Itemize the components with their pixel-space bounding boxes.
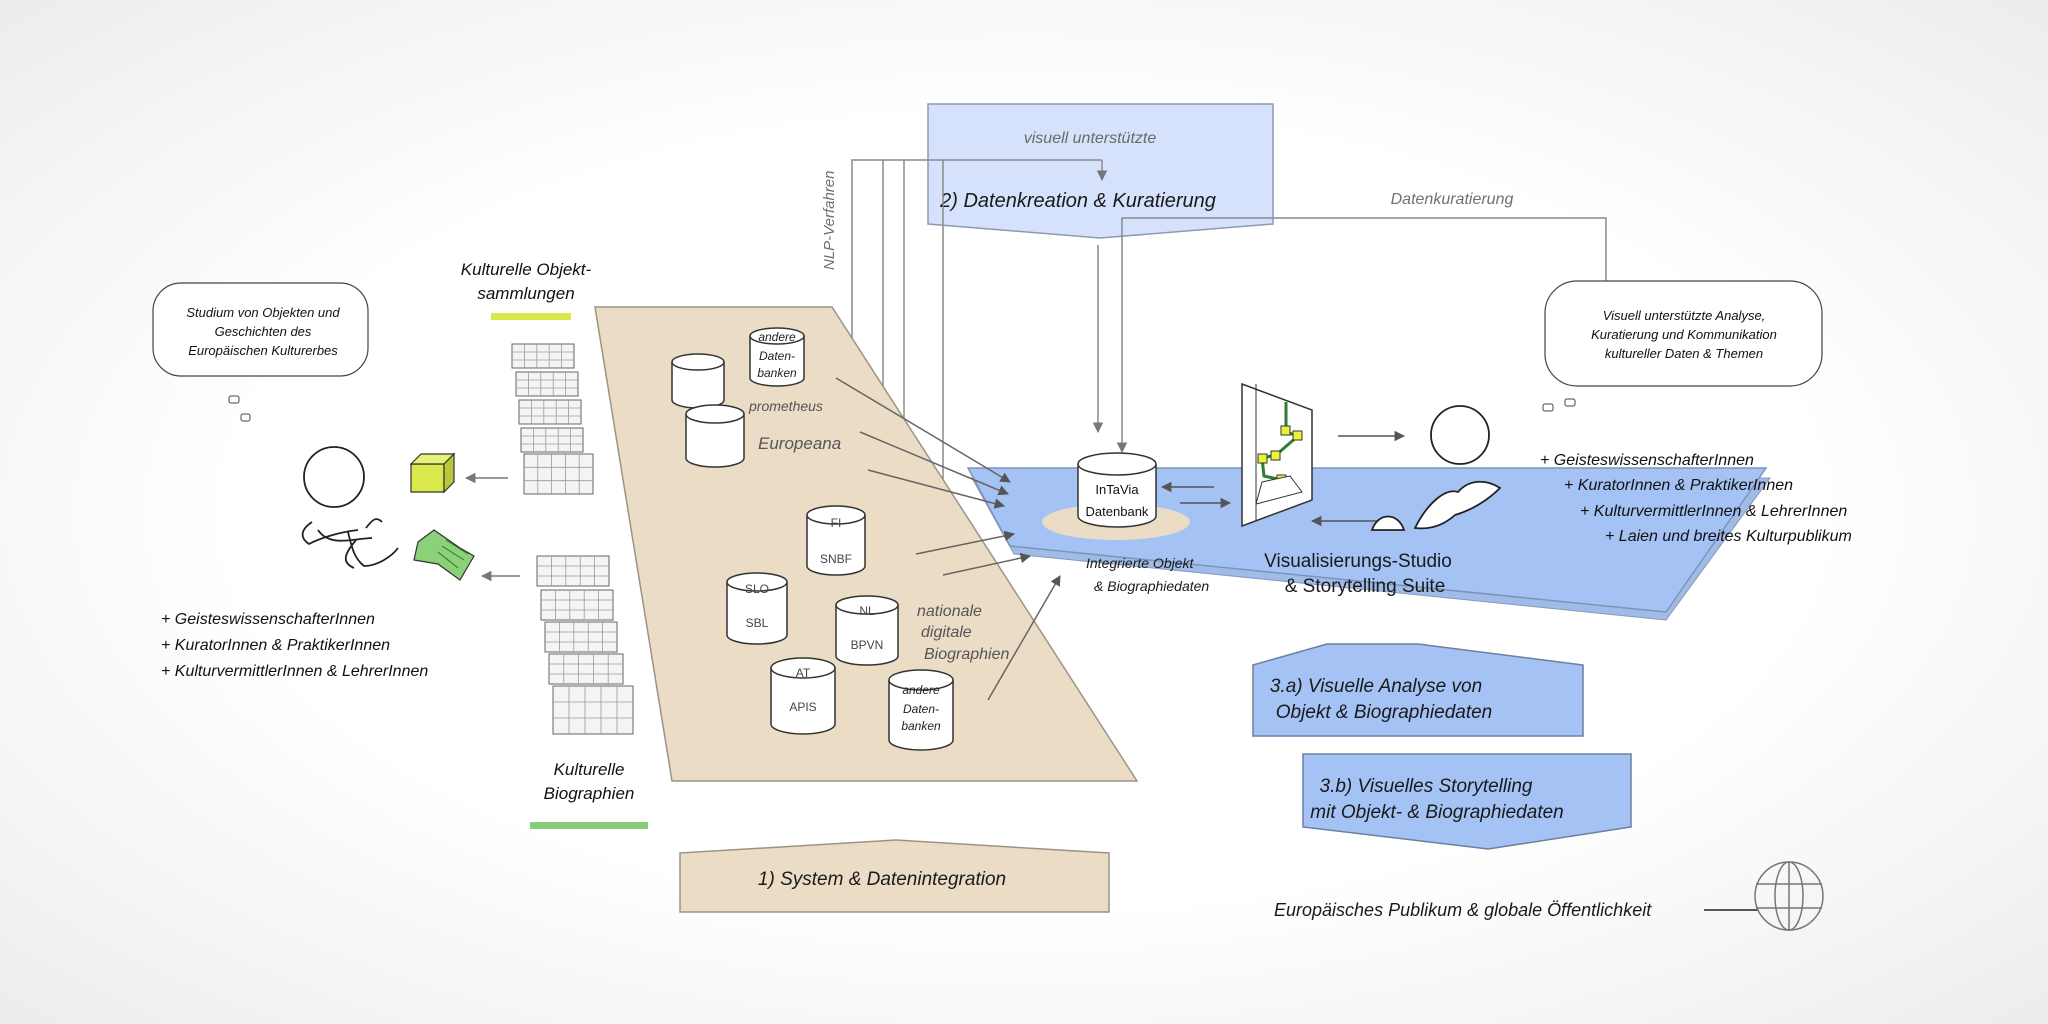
svg-text:Kuratierung und Kommunikation: Kuratierung und Kommunikation xyxy=(1591,327,1777,342)
svg-text:Datenbank: Datenbank xyxy=(1086,504,1149,519)
db-slo-sbl: SLO SBL xyxy=(726,572,788,645)
studio-board-icon xyxy=(1241,382,1313,528)
stack-card xyxy=(515,371,579,397)
svg-text:SLO: SLO xyxy=(745,582,769,596)
svg-text:mit Objekt- & Biographiedaten: mit Objekt- & Biographiedaten xyxy=(1310,802,1563,823)
studio-label-1: Visualisierungs-Studio xyxy=(1264,551,1452,572)
datenkuratierung-label: Datenkuratierung xyxy=(1391,191,1514,208)
svg-text:+ KuratorInnen & PraktikerInne: + KuratorInnen & PraktikerInnen xyxy=(1564,477,1793,494)
db-fi-snbf: FI SNBF xyxy=(806,505,866,576)
object-collection-stack xyxy=(511,343,594,495)
integrierte-label-2: & Biographiedaten xyxy=(1094,578,1209,594)
svg-text:banken: banken xyxy=(901,719,941,733)
stack-card xyxy=(523,453,594,495)
svg-text:+ Laien und breites Kulturpubl: + Laien und breites Kulturpublikum xyxy=(1605,528,1852,545)
speech-bubble-left: Studium von Objekten und Geschichten des… xyxy=(152,282,369,422)
globe-icon xyxy=(1754,861,1824,931)
stack-card xyxy=(544,621,618,653)
objekt-sammlungen-label-2: sammlungen xyxy=(477,284,574,303)
europeana-label: Europeana xyxy=(758,434,841,453)
stack-card xyxy=(520,427,584,453)
svg-text:SBL: SBL xyxy=(746,616,769,630)
speech-bubble-right: Visuell unterstützte Analyse, Kuratierun… xyxy=(1542,280,1823,412)
svg-text:AT: AT xyxy=(796,666,811,680)
svg-text:Daten-: Daten- xyxy=(759,349,795,363)
db-andere-top: andere Daten- banken xyxy=(749,327,805,387)
svg-text:kultureller Daten & Themen: kultureller Daten & Themen xyxy=(1605,346,1763,361)
nlp-label: NLP-Verfahren xyxy=(821,171,838,271)
datenkreation-label: 2) Datenkreation & Kuratierung xyxy=(939,190,1216,212)
svg-text:andere: andere xyxy=(902,683,940,697)
svg-text:+ KulturvermittlerInnen & Lehr: + KulturvermittlerInnen & LehrerInnen xyxy=(161,663,428,680)
svg-text:FI: FI xyxy=(831,516,842,530)
person-right-icon xyxy=(1370,405,1502,531)
analyse-panel: 3.a) Visuelle Analyse von Objekt & Biogr… xyxy=(1252,643,1584,737)
svg-text:InTaVia: InTaVia xyxy=(1095,482,1139,497)
biography-stack xyxy=(536,555,634,735)
kulturelle-bio-label-2: Biographien xyxy=(544,784,635,803)
svg-text:+ GeisteswissenschafterInnen: + GeisteswissenschafterInnen xyxy=(1540,452,1754,469)
db-studio-arrows xyxy=(1160,430,1406,527)
objekt-sammlungen-underline xyxy=(491,313,571,320)
stack-card xyxy=(518,399,582,425)
db-cylinder-2 xyxy=(685,404,745,468)
svg-text:Studium von Objekten und: Studium von Objekten und xyxy=(186,305,340,320)
stack-card xyxy=(536,555,610,587)
publikum-label: Europäisches Publikum & globale Öffentli… xyxy=(1274,900,1652,920)
svg-text:SNBF: SNBF xyxy=(820,552,852,566)
kulturelle-bio-underline xyxy=(530,822,648,829)
svg-text:NL: NL xyxy=(859,604,875,618)
storytelling-panel: 3.b) Visuelles Storytelling mit Objekt- … xyxy=(1302,753,1632,850)
stack-arrows xyxy=(464,472,520,582)
kulturelle-bio-label-1: Kulturelle xyxy=(554,760,625,779)
prometheus-label: prometheus xyxy=(748,398,823,414)
audience-right-list: + GeisteswissenschafterInnen + KuratorIn… xyxy=(1540,452,1852,545)
svg-text:Visuell unterstützte Analyse,: Visuell unterstützte Analyse, xyxy=(1603,308,1766,323)
visuell-label: visuell unterstützte xyxy=(1024,130,1157,147)
svg-text:Geschichten des: Geschichten des xyxy=(215,324,312,339)
svg-text:Europäischen Kulturerbes: Europäischen Kulturerbes xyxy=(188,343,338,358)
stack-card xyxy=(511,343,575,369)
svg-text:+ KuratorInnen & PraktikerInne: + KuratorInnen & PraktikerInnen xyxy=(161,637,390,654)
stack-card xyxy=(540,589,614,621)
svg-text:Objekt & Biographiedaten: Objekt & Biographiedaten xyxy=(1276,702,1493,723)
svg-text:3.a) Visuelle Analyse von: 3.a) Visuelle Analyse von xyxy=(1270,676,1482,697)
svg-text:+ KulturvermittlerInnen & Lehr: + KulturvermittlerInnen & LehrerInnen xyxy=(1580,503,1847,520)
svg-text:3.b) Visuelles Storytelling: 3.b) Visuelles Storytelling xyxy=(1320,776,1533,797)
db-nl-bpvn: NL BPVN xyxy=(835,595,899,666)
svg-text:andere: andere xyxy=(758,330,796,344)
system-panel: 1) System & Datenintegration xyxy=(679,839,1110,913)
db-cylinder-1 xyxy=(671,353,725,409)
audience-left-list: + GeisteswissenschafterInnen + KuratorIn… xyxy=(161,611,428,680)
svg-text:banken: banken xyxy=(757,366,797,380)
nationale-label-3: Biographien xyxy=(924,646,1010,663)
db-at-apis: AT APIS xyxy=(770,657,836,735)
svg-text:1) System & Datenintegration: 1) System & Datenintegration xyxy=(758,869,1006,890)
person-left-icon xyxy=(301,446,475,581)
svg-text:Daten-: Daten- xyxy=(903,702,939,716)
integrierte-label-1: Integrierte Objekt xyxy=(1086,555,1194,571)
stack-card xyxy=(548,653,624,685)
svg-text:BPVN: BPVN xyxy=(851,638,884,652)
studio-label-2: & Storytelling Suite xyxy=(1285,576,1446,597)
db-andere-bottom: andere Daten- banken xyxy=(888,669,954,751)
objekt-sammlungen-label-1: Kulturelle Objekt- xyxy=(461,260,592,279)
stack-card xyxy=(552,685,634,735)
nationale-label-2: digitale xyxy=(921,624,972,641)
intavia-database: InTaVia Datenbank xyxy=(1077,452,1157,528)
svg-text:APIS: APIS xyxy=(789,700,816,714)
studio-platform xyxy=(966,467,1771,621)
integration-arrows xyxy=(835,377,1061,701)
nationale-label-1: nationale xyxy=(917,603,982,620)
svg-text:+ GeisteswissenschafterInnen: + GeisteswissenschafterInnen xyxy=(161,611,375,628)
